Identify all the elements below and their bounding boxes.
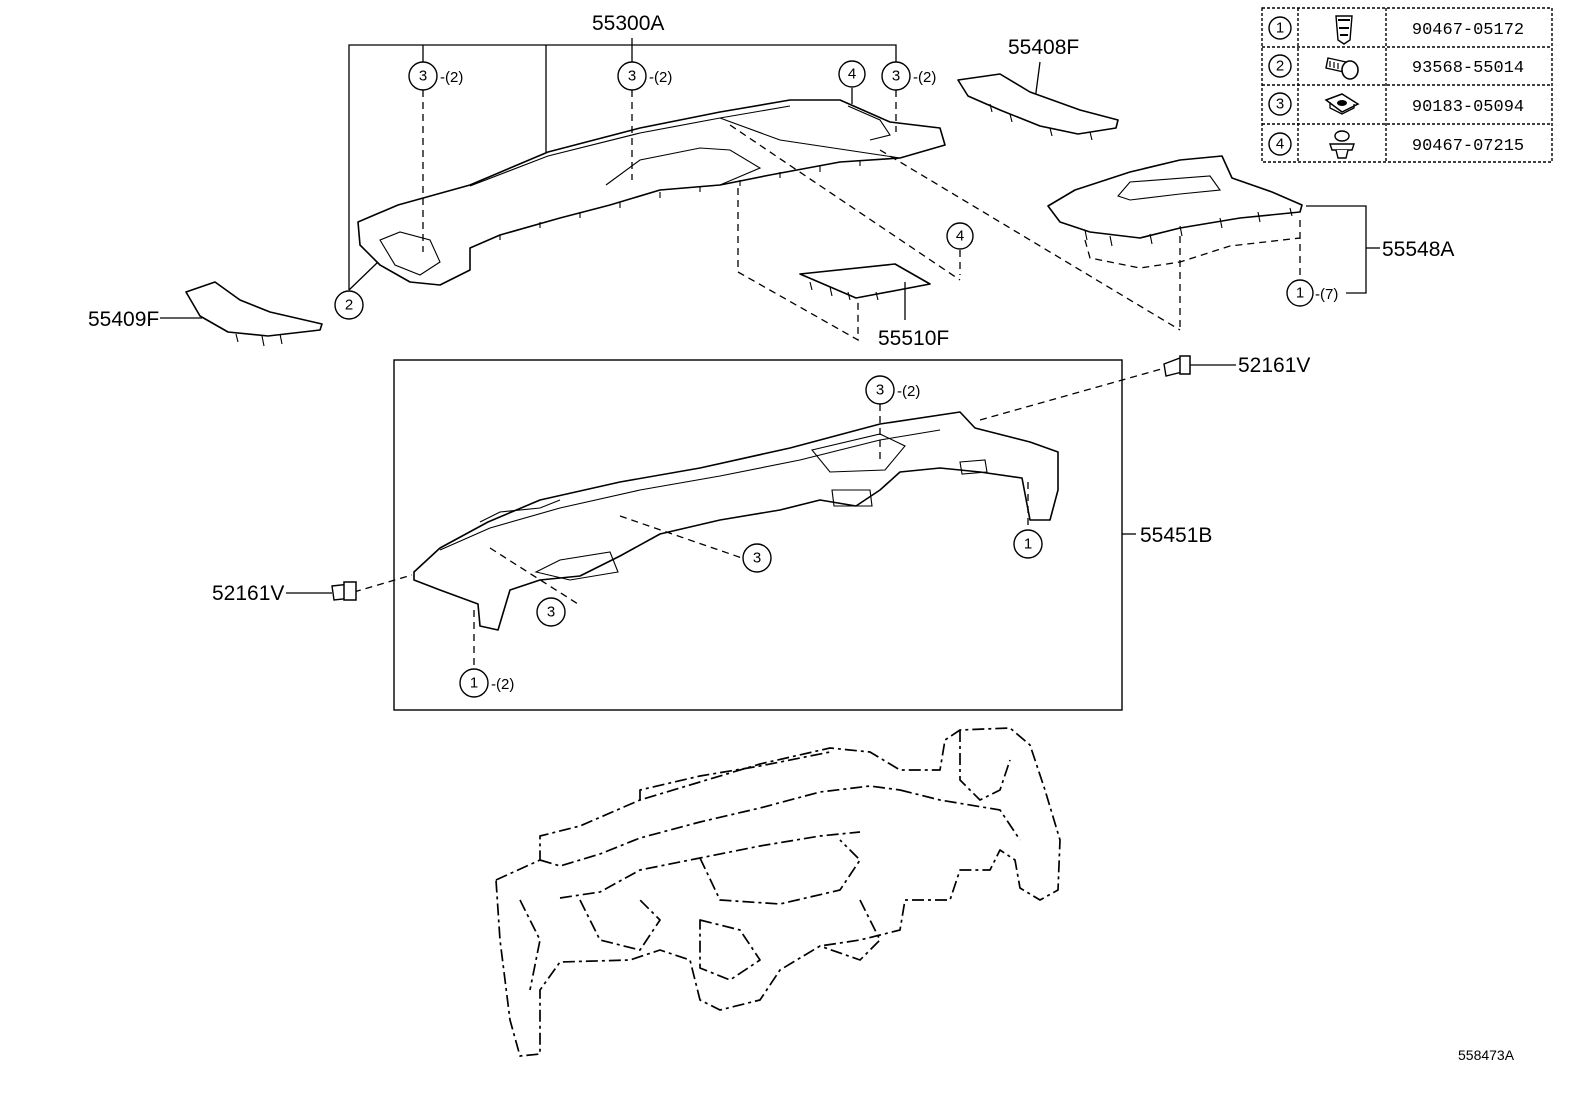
svg-text:3: 3 xyxy=(753,550,761,567)
svg-text:55300A: 55300A xyxy=(592,12,664,35)
svg-text:55510F: 55510F xyxy=(878,327,949,350)
svg-text:1: 1 xyxy=(1296,285,1304,302)
marker-nut xyxy=(742,543,772,573)
svg-text:2: 2 xyxy=(345,297,353,314)
table-ref: 1 xyxy=(1276,20,1284,37)
clip-bolt-left xyxy=(331,581,357,601)
svg-text:3: 3 xyxy=(547,604,555,621)
table-row: 3 90183-05094 xyxy=(1268,92,1524,117)
svg-text:-(2): -(2) xyxy=(440,69,463,86)
table-part-no: 93568-55014 xyxy=(1412,59,1524,78)
clip-icon xyxy=(1335,15,1353,45)
nut-icon xyxy=(1324,93,1360,115)
svg-text:52161V: 52161V xyxy=(1238,354,1310,377)
svg-text:-(2): -(2) xyxy=(649,69,672,86)
table-ref: 4 xyxy=(1276,136,1284,153)
table-row: 2 93568-55014 xyxy=(1268,54,1524,80)
svg-text:1: 1 xyxy=(1024,536,1032,553)
svg-text:-(2): -(2) xyxy=(913,69,936,86)
marker-clip xyxy=(946,222,974,250)
clip-bolt-right xyxy=(1163,355,1191,377)
reinforcement-phantom xyxy=(495,727,1061,1057)
table-ref: 3 xyxy=(1276,96,1284,113)
lower-panel-fasteners: 52161V 52161V 3 -(2) 3 3 1 1 -(2) xyxy=(212,354,1310,698)
diagram-id: 558473A xyxy=(1458,1047,1515,1063)
marker-nut xyxy=(881,61,911,91)
marker-nut xyxy=(536,597,566,627)
screw-icon xyxy=(1325,57,1359,80)
callout-55408F: 55408F xyxy=(957,36,1119,141)
svg-text:55409F: 55409F xyxy=(88,308,159,331)
callout-55409F: 55409F xyxy=(88,281,323,347)
svg-text:-(2): -(2) xyxy=(897,383,920,400)
svg-text:-(2): -(2) xyxy=(491,676,514,693)
table-row: 4 90467-07215 xyxy=(1268,130,1524,159)
marker-clip xyxy=(1013,529,1043,559)
svg-text:55451B: 55451B xyxy=(1140,524,1212,547)
svg-text:-(7): -(7) xyxy=(1315,286,1338,303)
table-part-no: 90467-05172 xyxy=(1412,21,1524,40)
upper-panel xyxy=(357,99,946,286)
assembly-frame xyxy=(393,359,1123,711)
svg-text:55548A: 55548A xyxy=(1382,238,1454,261)
svg-text:1: 1 xyxy=(470,675,478,692)
marker-screw xyxy=(334,290,364,320)
marker-nut xyxy=(617,61,647,91)
table-row: 1 90467-05172 xyxy=(1268,15,1524,45)
svg-text:4: 4 xyxy=(956,228,964,245)
svg-text:3: 3 xyxy=(876,382,884,399)
callout-55300A: 55300A xyxy=(348,12,897,290)
marker-clip xyxy=(838,60,866,88)
marker-clip xyxy=(1286,279,1314,307)
fastener-table: 1 90467-05172 2 93568-55014 3 xyxy=(1261,7,1553,163)
marker-nut xyxy=(865,375,895,405)
marker-nut xyxy=(408,61,438,91)
table-part-no: 90183-05094 xyxy=(1412,98,1524,117)
svg-text:3: 3 xyxy=(419,68,427,85)
upper-panel-fasteners: 3 -(2) 3 -(2) 3 -(2) 4 2 xyxy=(334,60,936,320)
callout-55451B: 55451B xyxy=(393,359,1212,711)
push-clip-icon xyxy=(1329,130,1355,159)
table-ref: 2 xyxy=(1276,58,1284,75)
svg-text:4: 4 xyxy=(848,66,856,83)
marker-clip xyxy=(459,668,489,698)
callout-55510F: 55510F 4 xyxy=(729,124,974,350)
table-part-no: 90467-07215 xyxy=(1412,137,1524,156)
svg-text:52161V: 52161V xyxy=(212,582,284,605)
svg-text:3: 3 xyxy=(628,68,636,85)
lower-panel xyxy=(413,411,1059,631)
svg-text:3: 3 xyxy=(892,68,900,85)
callout-55548A: 55548A 1 -(7) xyxy=(879,149,1454,331)
svg-text:55408F: 55408F xyxy=(1008,36,1079,59)
